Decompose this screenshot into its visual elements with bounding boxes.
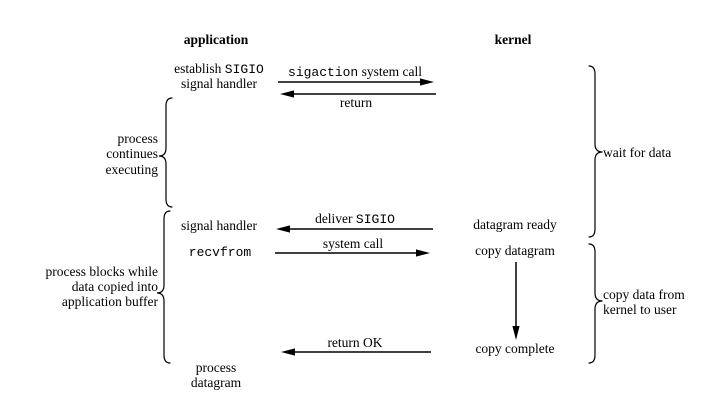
recvfrom-label: recvfrom [188,245,252,260]
left-brace-top [158,97,173,208]
copy-complete-label: copy complete [475,341,555,356]
right-brace-bottom [588,243,603,364]
signal-handler-label: signal handler [180,218,258,233]
return-label: return [339,95,373,110]
deliver-sigio-label: deliver SIGIO [315,211,395,227]
deliver-sigio-arrowhead-icon [276,225,290,233]
sigaction-arrowhead-icon [420,78,434,86]
kernel-column-header: kernel [494,32,532,47]
copy-data-note: copy data from kernel to user [603,287,685,318]
copy-progress-arrowhead-icon [512,326,520,340]
datagram-ready-label: datagram ready [473,217,557,232]
process-blocks-note: process blocks while data copied into ap… [45,264,158,310]
deliver-sigio-arrow [276,225,433,233]
sigaction-system-call-label: sigaction system call [288,64,422,80]
process-continues-note: process continues executing [105,131,158,177]
left-brace-bottom [156,210,171,364]
establish-sigio-label: establish SIGIO signal handler [174,61,264,91]
application-column-header: application [183,32,249,47]
sigaction-arrow [278,78,434,86]
return-arrow [280,90,436,98]
copy-progress-arrow [512,262,520,340]
system-call-arrow [275,249,430,257]
return-ok-label: return OK [327,335,383,350]
system-call-label: system call [322,236,384,251]
process-datagram-label: process datagram [190,360,242,390]
copy-datagram-label: copy datagram [475,243,555,258]
system-call-arrowhead-icon [416,249,430,257]
right-brace-top [588,65,603,238]
return-ok-arrow [281,348,431,356]
return-ok-arrowhead-icon [281,348,295,356]
wait-for-data-note: wait for data [603,145,672,160]
return-arrowhead-icon [280,90,294,98]
